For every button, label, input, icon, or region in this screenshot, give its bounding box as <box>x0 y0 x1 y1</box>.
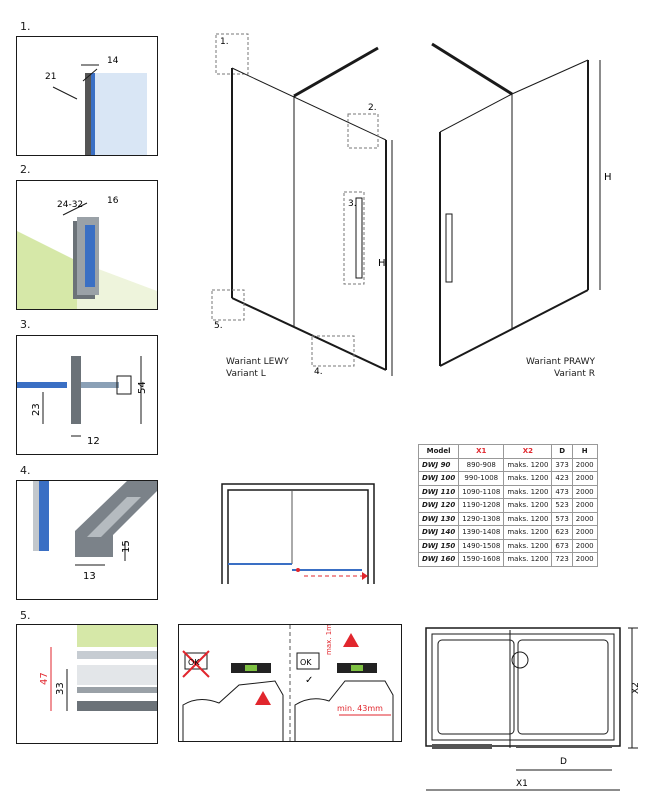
plan-x2-label: X2 <box>631 682 641 694</box>
variant-right-drawing: H <box>431 42 612 367</box>
step-3-label: 3. <box>20 318 31 331</box>
callout-4: 4. <box>314 367 323 377</box>
level-check-panel: OK OK ✓ max. 1mm min. 43mm <box>178 624 402 742</box>
col-x2: X2 <box>503 444 553 459</box>
plan-x1-label: X1 <box>516 779 528 789</box>
callout-2: 2. <box>368 103 377 113</box>
step-4-dim-13: 13 <box>83 571 96 582</box>
min-width-label: min. 43mm <box>337 704 383 713</box>
step-4-dim-15: 15 <box>121 540 132 553</box>
step-1-detail: 14 21 <box>16 36 158 156</box>
step-4-label: 4. <box>20 464 31 477</box>
step-1-dim-14: 14 <box>107 56 119 66</box>
check-mark-icon: ✓ <box>305 675 313 686</box>
col-x1: X1 <box>458 444 505 459</box>
step-2-dim-a: 24-32 <box>57 200 83 210</box>
col-model: Model <box>417 444 460 459</box>
step-1-dim-21: 21 <box>45 72 56 82</box>
slide-direction-diagram <box>221 483 375 584</box>
variant-left-title: Wariant LEWY Variant L <box>226 357 289 379</box>
step-5-dim-47: 47 <box>39 672 50 685</box>
col-h: H <box>571 444 598 459</box>
good-ok-label: OK <box>300 658 312 667</box>
callout-3: 3. <box>348 199 357 209</box>
plan-view-diagram: X2 D X1 <box>425 627 641 791</box>
step-2-detail: 24-32 16 <box>16 180 158 310</box>
step-5-label: 5. <box>20 609 31 622</box>
step-3-dim-12: 12 <box>87 436 100 447</box>
step-3-detail: 54 23 12 <box>16 335 158 455</box>
step-1-label: 1. <box>20 20 31 33</box>
step-4-detail: 15 13 <box>16 480 158 600</box>
variant-left-drawing: 1. 2. 3. 4. 5. H <box>211 33 393 377</box>
height-label-right: H <box>604 172 612 183</box>
max-gap-label: max. 1mm <box>325 625 333 655</box>
callout-5: 5. <box>214 321 223 331</box>
plan-d-label: D <box>560 757 567 767</box>
bad-ok-label: OK <box>188 658 200 667</box>
step-5-dim-33: 33 <box>55 682 66 695</box>
step-3-dim-54: 54 <box>137 381 148 394</box>
height-label-left: H <box>378 258 386 269</box>
variant-right-title: Wariant PRAWY Variant R <box>525 357 595 379</box>
step-5-detail: 47 33 <box>16 624 158 744</box>
step-2-dim-b: 16 <box>107 196 119 206</box>
step-2-label: 2. <box>20 163 31 176</box>
callout-1: 1. <box>220 37 229 47</box>
col-d: D <box>551 444 573 459</box>
step-3-dim-23: 23 <box>31 403 42 416</box>
